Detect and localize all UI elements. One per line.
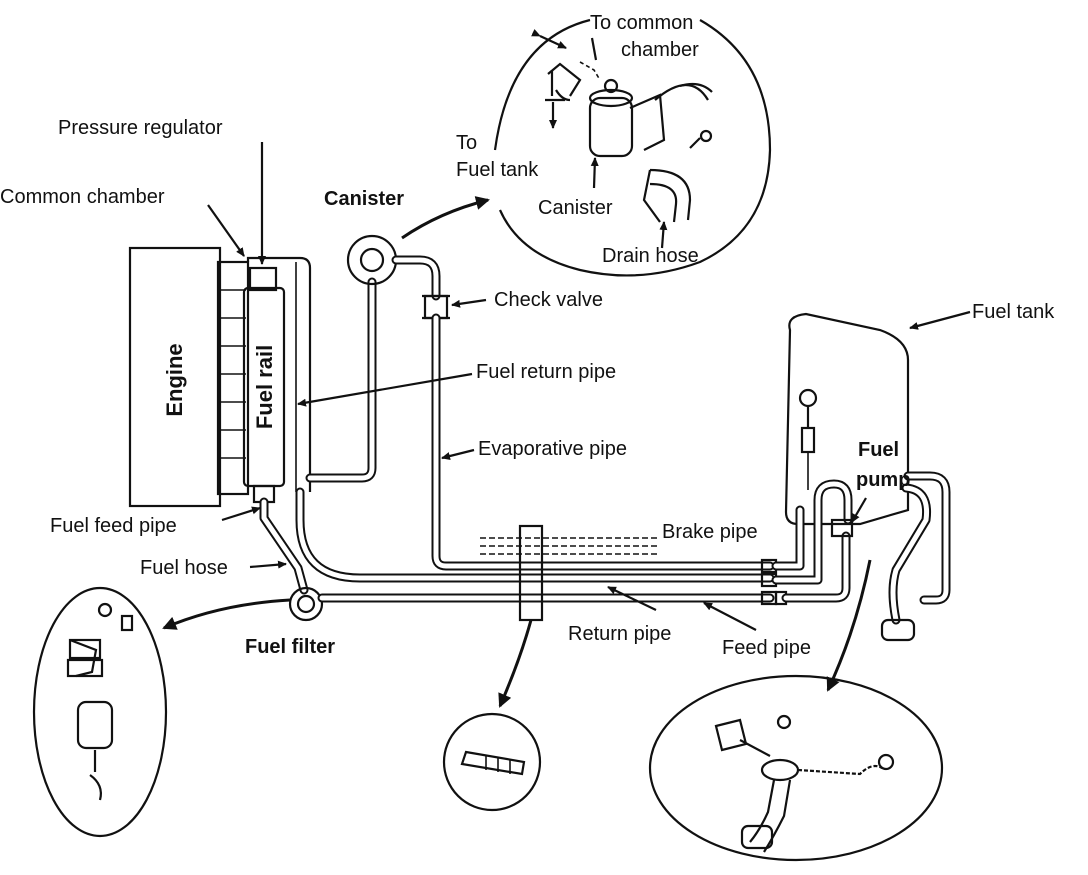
common-chamber [246,256,312,492]
check-valve-label: Check valve [494,289,603,311]
pipe-clamp [518,524,544,622]
drain-hose-label: Drain hose [602,245,699,267]
canister-detail-label: Canister [538,197,613,219]
pressure-regulator-body [248,266,278,292]
fuel-rail: Fuel rail [242,266,286,504]
return-pipe-label: Return pipe [568,623,671,645]
fuel-pump-connector [830,518,854,538]
fuel-label: Fuel [858,439,899,461]
clamp-detail-inset [442,712,542,812]
fuel-rail-label: Fuel rail [252,345,277,429]
canister-small [346,234,441,301]
fuel-return-pipe-label: Fuel return pipe [476,361,616,383]
fuel-return-pipe-segment [305,277,377,483]
fuel-tank-label: Fuel tank [972,301,1055,323]
fuel-tank [784,312,910,526]
fuel-filter [288,586,324,622]
canister-label: Canister [324,188,404,210]
filler-neck [880,471,951,642]
fuel-hose-label: Fuel hose [140,557,228,579]
leader-lines [162,142,971,708]
fuel-filter-label: Fuel filter [245,636,335,658]
brake-pipe [480,537,660,555]
chamber-label: chamber [621,39,699,61]
to-fuel-tank-label: Fuel tank [456,159,539,181]
engine-block: Engine [128,246,250,508]
evaporative-pipe-label: Evaporative pipe [478,438,627,460]
fuel-feed-pipe-label: Fuel feed pipe [50,515,177,537]
engine-label: Engine [162,343,187,416]
brake-pipe-label: Brake pipe [662,521,758,543]
pressure-regulator-label: Pressure regulator [58,117,223,139]
to-common-label: To common [590,12,693,34]
pump-label: pump [856,469,910,491]
to-label: To [456,132,477,154]
common-chamber-label: Common chamber [0,186,165,208]
fuel-filter-detail-inset [32,586,168,838]
feed-pipe-label: Feed pipe [722,637,811,659]
fuel-pump-detail-inset [648,674,944,862]
canister-detail-inset [493,18,772,277]
